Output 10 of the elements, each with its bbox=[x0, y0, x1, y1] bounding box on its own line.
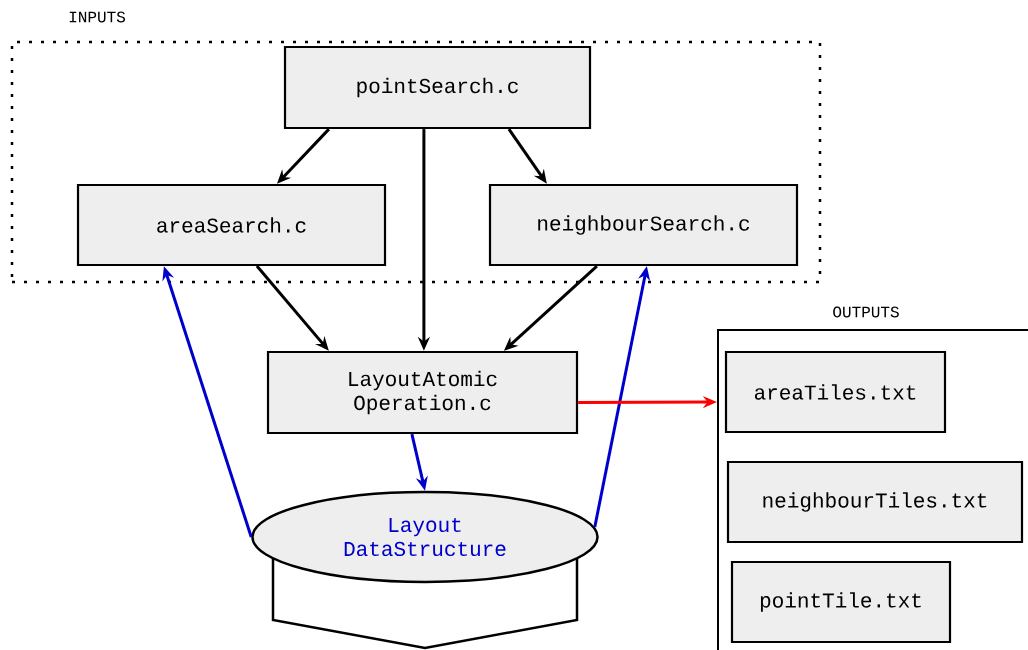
file-box: neighbourTiles.txt bbox=[726, 460, 1024, 544]
file-box: LayoutAtomic Operation.c bbox=[266, 350, 579, 435]
file-box: pointSearch.c bbox=[283, 45, 592, 130]
file-box: neighbourSearch.c bbox=[488, 183, 799, 267]
database-cylinder: Layout DataStructure bbox=[251, 490, 599, 650]
file-box: areaSearch.c bbox=[76, 183, 387, 267]
node-label: INPUTS bbox=[69, 11, 126, 23]
file-box: areaTiles.txt bbox=[724, 350, 947, 434]
file-box: pointTile.txt bbox=[730, 560, 952, 644]
node-label: OUTPUTS bbox=[833, 306, 899, 318]
